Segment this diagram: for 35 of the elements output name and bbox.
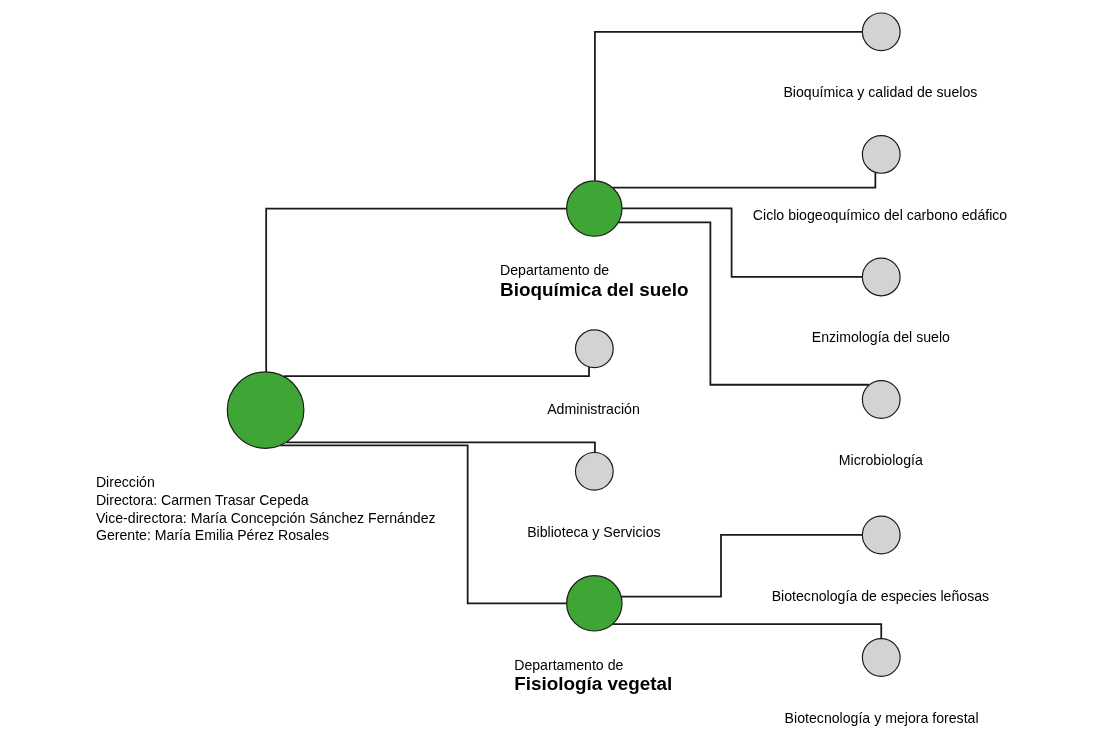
connector — [284, 441, 596, 454]
node-label: Administración — [546, 401, 640, 418]
node-label: Gerente: María Emilia Pérez Rosales — [95, 527, 329, 544]
node-circle — [565, 575, 623, 632]
connector — [593, 30, 863, 182]
node-label: Biblioteca y Servicios — [526, 523, 661, 540]
node-label: Departamento de — [499, 262, 609, 279]
node-circle — [226, 371, 304, 449]
node-label: Biotecnología de especies leñosas — [771, 587, 989, 604]
node-label: Dirección — [95, 474, 155, 491]
node-label: Enzimología del suelo — [811, 329, 950, 346]
connector — [279, 444, 567, 605]
node-label: Departamento de — [513, 657, 623, 674]
node-circle — [861, 515, 901, 555]
node-label: Microbiología — [838, 451, 923, 468]
node-circle — [565, 180, 623, 237]
connector — [619, 534, 863, 598]
connector — [620, 207, 863, 278]
node-circle — [574, 329, 614, 369]
node-circle — [861, 257, 901, 297]
node-circle — [861, 380, 901, 419]
node-circle — [861, 134, 901, 174]
node-label: Fisiología vegetal — [513, 673, 672, 695]
node-label: Vice-directora: María Concepción Sánchez Fernández — [95, 509, 436, 526]
node-circle — [861, 638, 901, 677]
node-label: Bioquímica del suelo — [499, 278, 689, 300]
connector — [617, 221, 870, 386]
node-label: Ciclo biogeoquímico del carbono edáfico — [752, 206, 1007, 223]
node-label: Biotecnología y mejora forestal — [784, 710, 979, 727]
connector — [264, 207, 567, 373]
node-label: Bioquímica y calidad de suelos — [782, 84, 977, 101]
node-circle — [574, 451, 614, 491]
connector — [282, 366, 590, 378]
node-label: Directora: Carmen Trasar Cepeda — [95, 492, 309, 509]
node-circle — [861, 12, 901, 52]
